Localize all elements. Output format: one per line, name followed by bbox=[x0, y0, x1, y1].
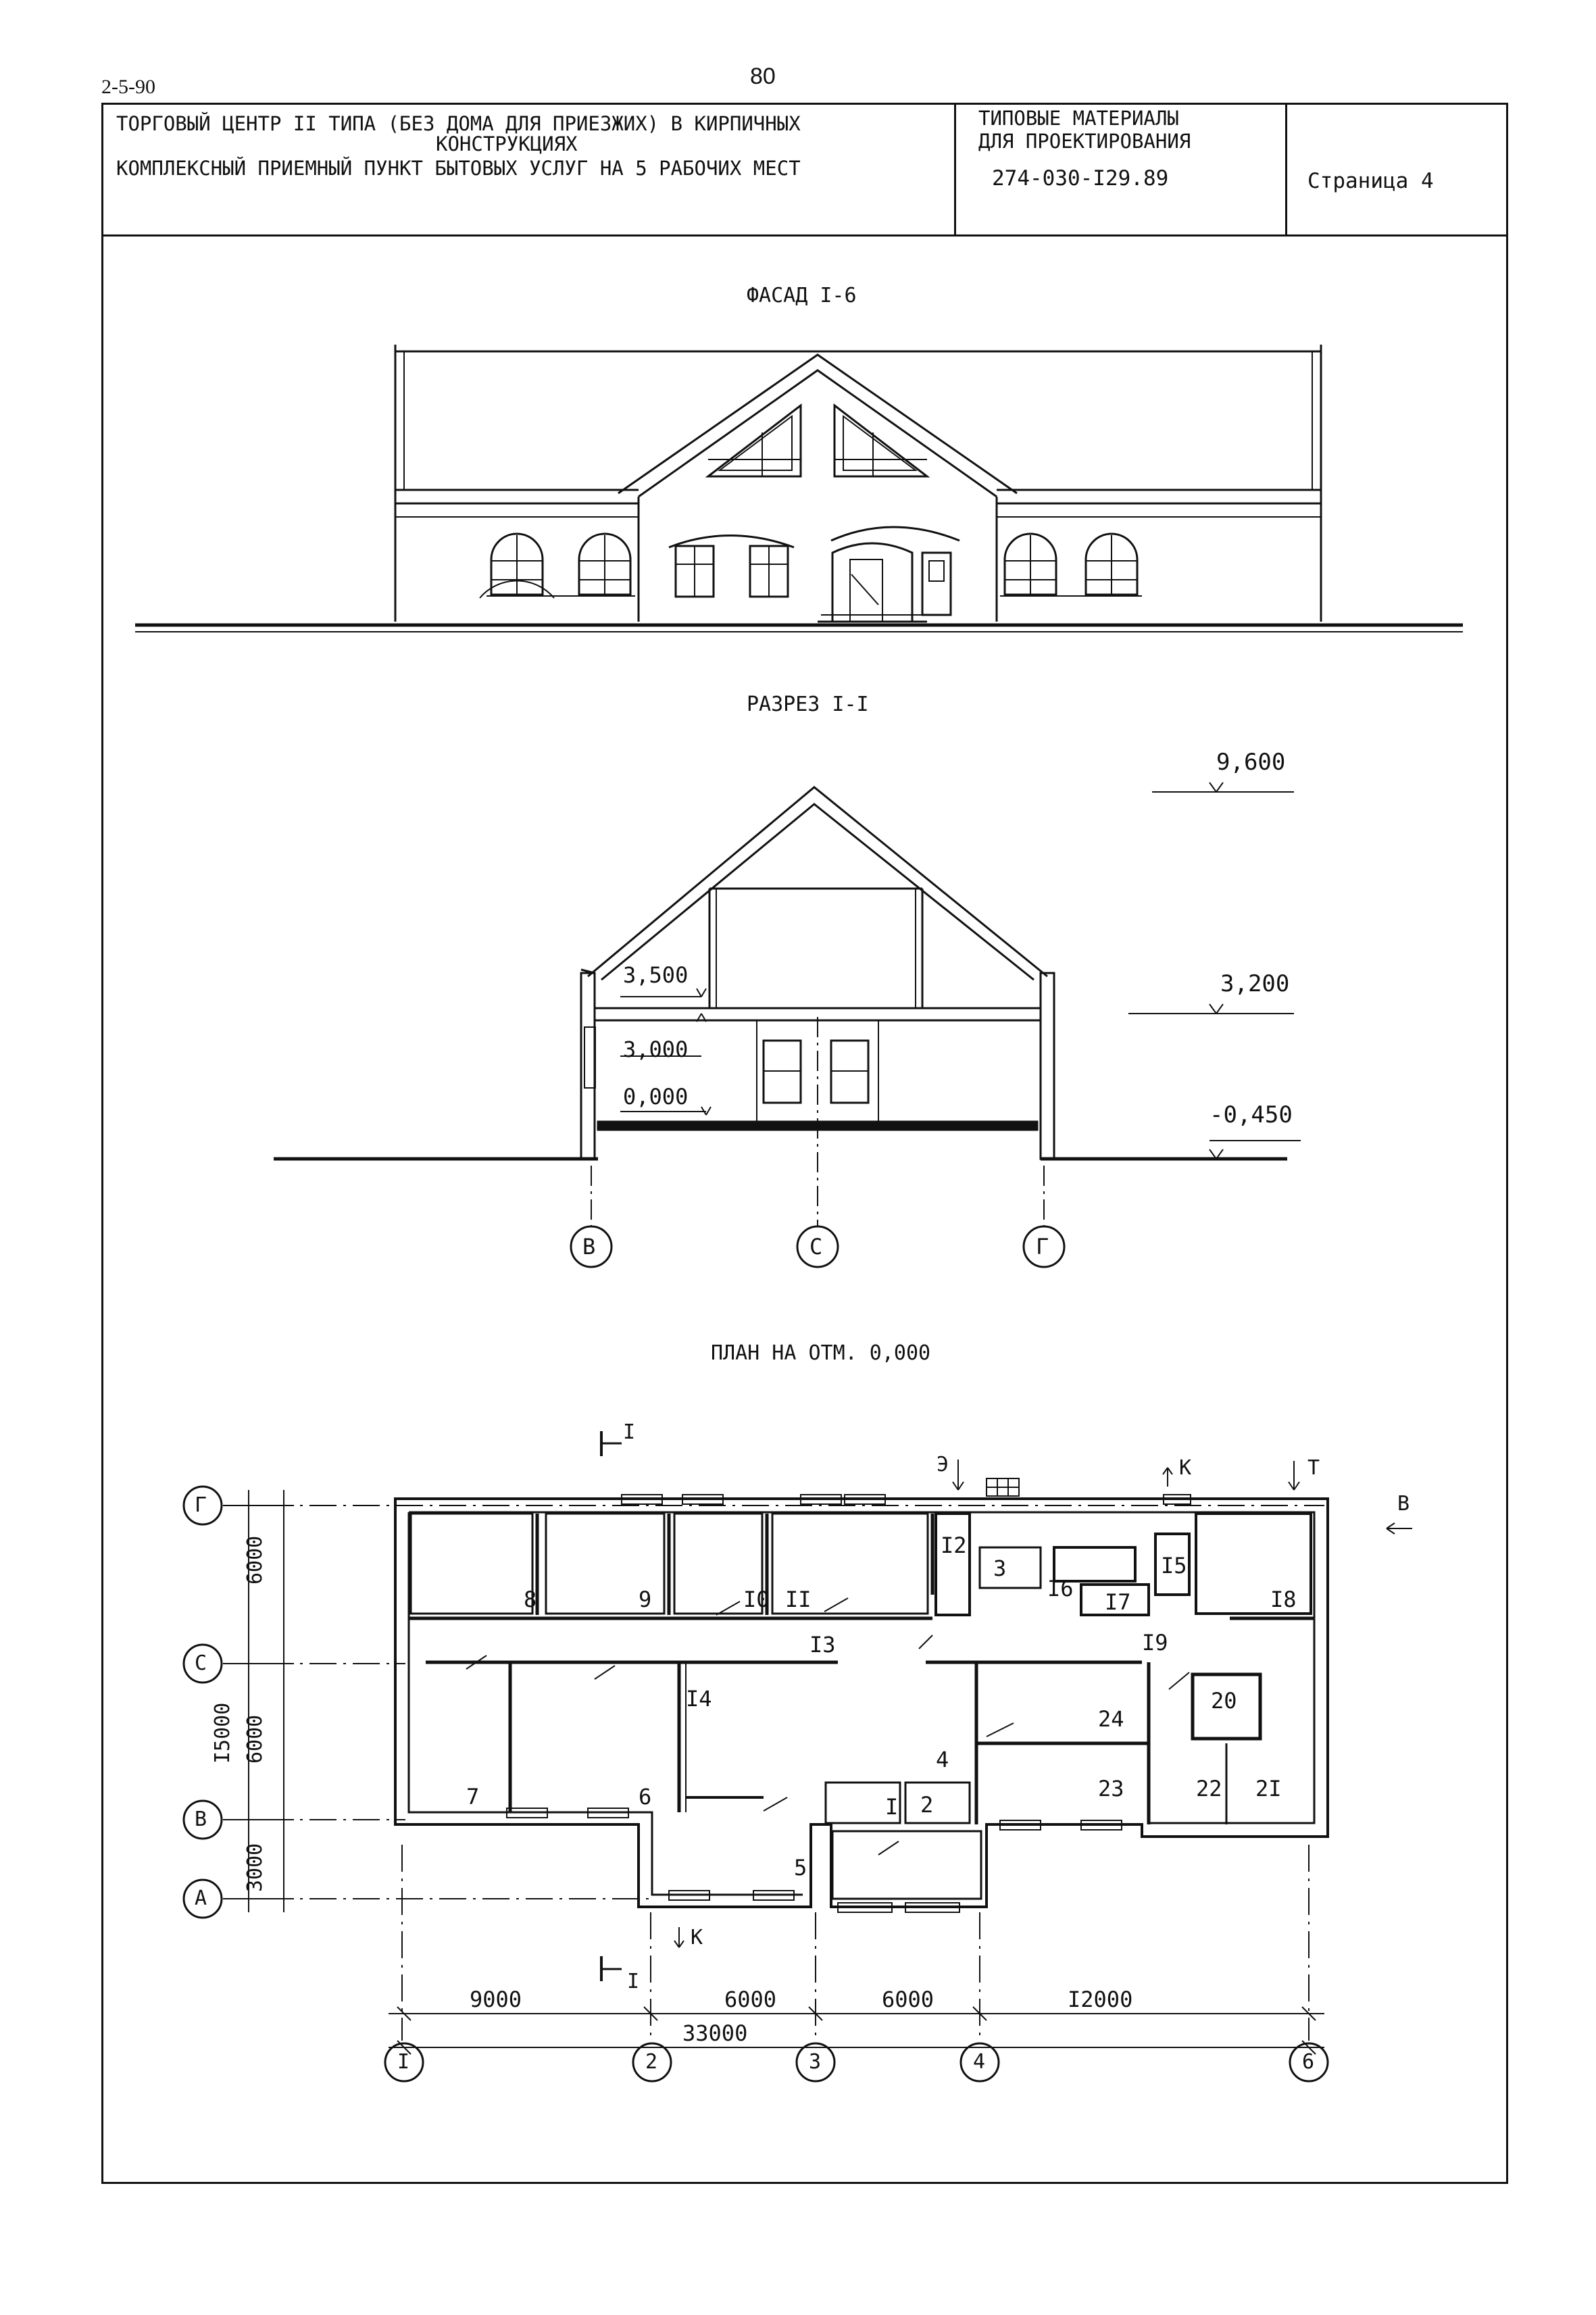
series-line-1: ТИПОВЫЕ МАТЕРИАЛЫ bbox=[978, 107, 1179, 130]
hdim-1: 9000 bbox=[470, 1987, 522, 2012]
room-number: II bbox=[785, 1587, 812, 1612]
room-number: 6 bbox=[639, 1784, 652, 1810]
level-ground: -0,450 bbox=[1210, 1101, 1293, 1128]
vdim-3: 3000 bbox=[243, 1843, 267, 1892]
section-title: РАЗРЕЗ I-I bbox=[747, 693, 869, 716]
room-number: I3 bbox=[809, 1632, 836, 1658]
room-number: I5 bbox=[1161, 1553, 1187, 1578]
page-number: 80 bbox=[750, 64, 776, 89]
facade-title: ФАСАД I-6 bbox=[747, 284, 857, 307]
level-top: 9,600 bbox=[1216, 749, 1286, 776]
room-number: 20 bbox=[1211, 1688, 1237, 1714]
plan-col-axis-4: 4 bbox=[973, 2050, 986, 2074]
mark-attic: 3,500 bbox=[623, 962, 689, 988]
section-axis-g: Г bbox=[1036, 1234, 1049, 1260]
plan-row-axis-g: Г bbox=[195, 1493, 207, 1517]
vdim-total: I5000 bbox=[211, 1702, 234, 1764]
section-axis-v: В bbox=[582, 1234, 596, 1260]
page-label: Страница 4 bbox=[1307, 169, 1434, 193]
room-number: 24 bbox=[1098, 1706, 1124, 1732]
level-eave: 3,200 bbox=[1220, 970, 1290, 997]
room-number: 23 bbox=[1098, 1776, 1124, 1801]
room-number: 9 bbox=[639, 1587, 652, 1612]
arrow-label-k-top: К bbox=[1179, 1456, 1192, 1480]
room-number: 2 bbox=[920, 1792, 934, 1818]
room-number: I6 bbox=[1047, 1576, 1074, 1601]
arrow-label-v: В bbox=[1397, 1492, 1410, 1516]
corner-code: 2-5-90 bbox=[101, 76, 155, 98]
plan-title: ПЛАН НА ОТМ. 0,000 bbox=[711, 1341, 931, 1365]
arrow-label-k-bottom: К bbox=[691, 1926, 703, 1949]
plan-col-axis-3: 3 bbox=[809, 2050, 822, 2074]
room-number: I9 bbox=[1142, 1630, 1168, 1656]
room-number: 22 bbox=[1196, 1776, 1222, 1801]
vdim-1: 6000 bbox=[243, 1535, 267, 1585]
cut-label-bottom: I bbox=[627, 1970, 640, 1993]
section-axis-s: С bbox=[809, 1234, 823, 1260]
plan-row-axis-v: В bbox=[195, 1808, 207, 1831]
hdim-3: 6000 bbox=[882, 1987, 934, 2012]
title-line-2: КОНСТРУКЦИЯХ bbox=[436, 132, 578, 155]
room-number: I0 bbox=[743, 1587, 770, 1612]
room-number: 2I bbox=[1255, 1776, 1282, 1801]
plan-col-axis-6: 6 bbox=[1302, 2050, 1315, 2074]
title-block-vline-2 bbox=[1285, 103, 1287, 234]
room-number: 7 bbox=[466, 1784, 480, 1810]
series-line-2: ДЛЯ ПРОЕКТИРОВАНИЯ bbox=[978, 130, 1191, 153]
plan-row-axis-s: С bbox=[195, 1651, 207, 1675]
mark-ceiling: 3,000 bbox=[623, 1037, 689, 1062]
cut-label-top: I bbox=[623, 1420, 636, 1444]
room-number: I2 bbox=[941, 1533, 967, 1558]
sheet-frame bbox=[101, 103, 1508, 2184]
arrow-label-e: Э bbox=[937, 1453, 949, 1476]
room-number: 5 bbox=[794, 1855, 807, 1881]
plan-col-axis-2: 2 bbox=[645, 2050, 658, 2074]
title-block-vline-1 bbox=[954, 103, 956, 234]
mark-floor: 0,000 bbox=[623, 1084, 689, 1110]
room-number: I7 bbox=[1105, 1589, 1131, 1615]
title-line-3: КОМПЛЕКСНЫЙ ПРИЕМНЫЙ ПУНКТ БЫТОВЫХ УСЛУГ… bbox=[116, 157, 801, 180]
room-number: 3 bbox=[993, 1555, 1007, 1581]
title-line-1: ТОРГОВЫЙ ЦЕНТР II ТИПА (БЕЗ ДОМА ДЛЯ ПРИ… bbox=[116, 112, 801, 135]
plan-row-axis-a: А bbox=[195, 1887, 207, 1910]
hdim-total: 33000 bbox=[682, 2020, 748, 2046]
hdim-2: 6000 bbox=[724, 1987, 777, 2012]
vdim-2: 6000 bbox=[243, 1714, 267, 1764]
title-block-divider bbox=[101, 234, 1508, 237]
series-code: 274-030-I29.89 bbox=[992, 166, 1169, 191]
room-number: I4 bbox=[686, 1686, 712, 1712]
room-number: I bbox=[885, 1794, 899, 1820]
hdim-4: I2000 bbox=[1068, 1987, 1133, 2012]
room-number: 4 bbox=[936, 1747, 949, 1772]
plan-col-axis-1: I bbox=[397, 2050, 410, 2074]
arrow-label-t: Т bbox=[1307, 1456, 1320, 1480]
room-number: 8 bbox=[524, 1587, 537, 1612]
room-number: I8 bbox=[1270, 1587, 1297, 1612]
